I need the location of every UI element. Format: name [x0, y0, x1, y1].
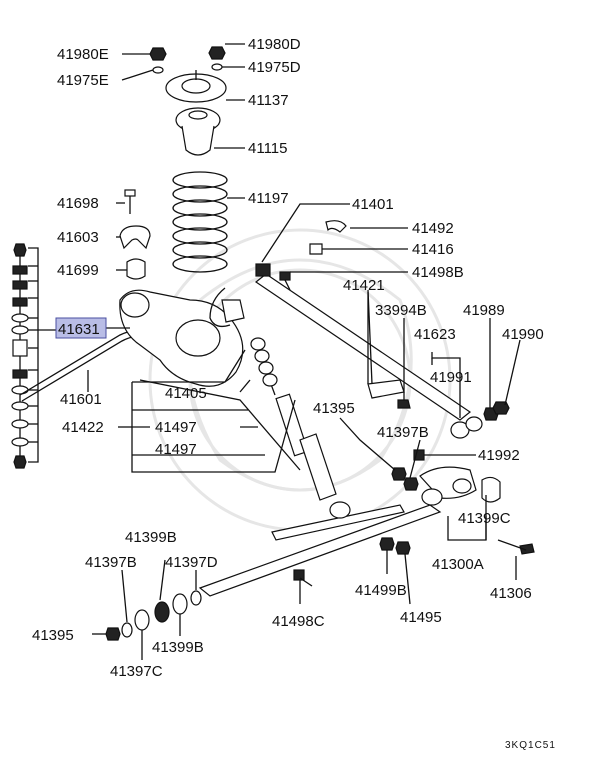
label-41698[interactable]: 41698 [57, 195, 99, 212]
bump-stop-41115[interactable] [175, 107, 221, 156]
differential-carrier [119, 289, 301, 471]
label-41306[interactable]: 41306 [490, 585, 532, 602]
bolt-41306[interactable] [497, 539, 535, 555]
label-41397D[interactable]: 41397D [165, 554, 218, 571]
label-41992[interactable]: 41992 [478, 447, 520, 464]
trailing-arm-41300A[interactable] [198, 466, 477, 597]
part-labels: 41980E 41975E 41980D 41975D 41137 41115 … [32, 36, 544, 680]
upper-arm-41401[interactable] [209, 263, 472, 421]
link-rod-41421[interactable] [367, 289, 405, 399]
bolt-33994B[interactable] [397, 399, 411, 409]
highlight-box [55, 317, 107, 339]
strut-washer-41975D[interactable] [211, 63, 223, 71]
label-41975E[interactable]: 41975E [57, 72, 109, 89]
label-41197[interactable]: 41197 [248, 190, 289, 207]
label-41397C[interactable]: 41397C [110, 663, 163, 680]
label-41498C[interactable]: 41498C [272, 613, 325, 630]
label-41498B[interactable]: 41498B [412, 264, 464, 281]
label-41975D[interactable]: 41975D [248, 59, 301, 76]
nut-41397B-right[interactable] [391, 467, 419, 491]
label-41495[interactable]: 41495 [400, 609, 442, 626]
label-41623[interactable]: 41623 [414, 326, 456, 343]
label-41499B[interactable]: 41499B [355, 582, 407, 599]
fitting-41416[interactable] [309, 243, 323, 255]
nut-41499B[interactable] [379, 537, 395, 551]
label-41421[interactable]: 41421 [343, 277, 385, 294]
label-41401[interactable]: 41401 [352, 196, 394, 213]
bushing-41991[interactable] [450, 416, 483, 439]
stabilizer-bushing-41699[interactable] [126, 258, 146, 280]
label-41989[interactable]: 41989 [463, 302, 505, 319]
upper-mount-41137[interactable] [165, 70, 227, 103]
bolt-41992[interactable] [413, 449, 446, 461]
label-41416[interactable]: 41416 [412, 241, 454, 258]
bolt-41498B[interactable] [279, 271, 291, 291]
diagram-code: 3KQ1C51 [505, 740, 556, 751]
label-41601[interactable]: 41601 [60, 391, 102, 408]
label-41395-right[interactable]: 41395 [313, 400, 355, 417]
label-41497-b[interactable]: 41497 [155, 441, 197, 458]
stabilizer-bolt-41698[interactable] [124, 189, 136, 214]
strut-mount-nut-41980D[interactable] [208, 46, 226, 60]
leader-lines [38, 43, 521, 660]
label-33994B[interactable]: 33994B [375, 302, 427, 319]
strut-washer-41975E[interactable] [152, 66, 164, 74]
shock-absorber[interactable] [250, 337, 337, 501]
label-41399B-bottom[interactable]: 41399B [152, 639, 204, 656]
label-41300A[interactable]: 41300A [432, 556, 484, 573]
bushing-41399C[interactable] [481, 476, 501, 503]
stabilizer-bracket-41603[interactable] [119, 225, 151, 250]
label-41395-left[interactable]: 41395 [32, 627, 74, 644]
label-41397B-left[interactable]: 41397B [85, 554, 137, 571]
label-41115[interactable]: 41115 [248, 140, 288, 157]
label-41399B-top[interactable]: 41399B [125, 529, 177, 546]
clip-41492[interactable] [325, 220, 347, 233]
label-41980D[interactable]: 41980D [248, 36, 301, 53]
label-41990[interactable]: 41990 [502, 326, 544, 343]
label-41699[interactable]: 41699 [57, 262, 99, 279]
bushing-stack-lower[interactable] [105, 590, 202, 641]
label-41399C[interactable]: 41399C [458, 510, 511, 527]
label-41492[interactable]: 41492 [412, 220, 454, 237]
bolt-41498C[interactable] [293, 569, 313, 587]
label-41137[interactable]: 41137 [248, 92, 289, 109]
label-41631[interactable]: 41631 [58, 321, 100, 338]
stabilizer-link-kit[interactable] [11, 243, 29, 469]
label-41980E[interactable]: 41980E [57, 46, 109, 63]
strut-mount-nut-41980E[interactable] [149, 47, 167, 61]
nut-41495[interactable] [395, 541, 411, 555]
label-41603[interactable]: 41603 [57, 229, 99, 246]
nut-41990[interactable] [492, 401, 510, 415]
label-41422[interactable]: 41422 [62, 419, 104, 436]
label-41405[interactable]: 41405 [165, 385, 207, 402]
label-41497-a[interactable]: 41497 [155, 419, 197, 436]
coil-spring-41197[interactable] [172, 171, 228, 273]
lower-arm-rod[interactable] [271, 501, 405, 541]
label-41991[interactable]: 41991 [430, 369, 472, 386]
label-41397B-right[interactable]: 41397B [377, 424, 429, 441]
